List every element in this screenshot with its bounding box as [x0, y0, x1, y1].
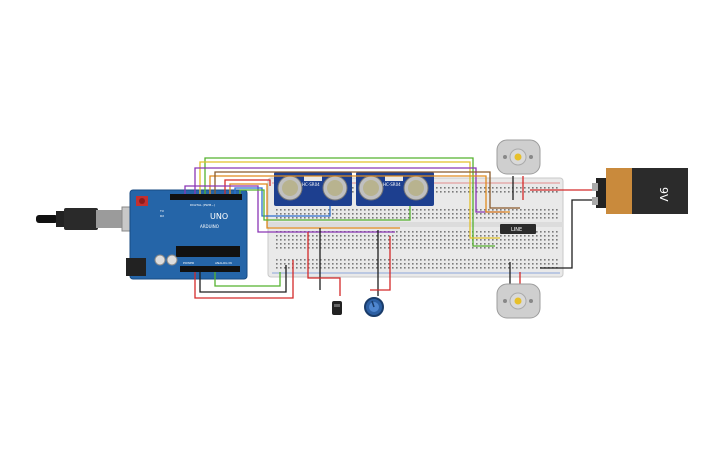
wire-battery-black	[540, 199, 608, 269]
power-label: POWER	[183, 261, 194, 265]
dc-motor-bottom[interactable]	[496, 283, 541, 319]
potentiometer[interactable]	[364, 297, 384, 317]
wire-green-mid	[239, 189, 411, 221]
wire-brown	[214, 171, 520, 209]
battery-label: 9V	[657, 187, 670, 202]
uno-logo-text: UNO	[210, 212, 228, 221]
wire-orange-mid	[229, 183, 400, 229]
temperature-sensor[interactable]	[332, 301, 342, 315]
brand-text: ARDUINO	[200, 224, 219, 229]
wire-purple-mid	[184, 185, 395, 233]
digital-header	[170, 194, 242, 200]
wire-black-bottom	[199, 265, 287, 293]
digital-header-label: DIGITAL (PWM~)	[190, 203, 215, 207]
line-module-label: LINE	[511, 227, 522, 233]
ultrasonic-sensor-2[interactable]: HC-SR04	[356, 172, 434, 206]
dc-motor-top[interactable]	[496, 139, 541, 175]
wire-orange-top	[209, 175, 510, 213]
wire-red-pot	[307, 232, 341, 296]
wire-red-bottom	[194, 260, 294, 299]
rx-label: RX	[160, 214, 164, 218]
wire-red-top	[224, 179, 271, 194]
battery-9v[interactable]: 9V	[592, 168, 688, 214]
wire-red-2	[370, 236, 391, 291]
atmega-chip	[176, 246, 240, 257]
tx-label: TX	[159, 209, 164, 213]
line-module[interactable]: LINE	[500, 224, 536, 234]
ultrasonic-sensor-1[interactable]: HC-SR04	[274, 172, 352, 206]
sensor-1-label: HC-SR04	[302, 182, 320, 187]
wire-blue	[234, 187, 331, 217]
sensor-2-label: HC-SR04	[383, 182, 401, 187]
usb-cable	[36, 206, 141, 232]
analog-header	[180, 266, 240, 272]
arduino-uno-board[interactable]: UNO ARDUINO DIGITAL (PWM~) ANALOG IN POW…	[126, 189, 248, 280]
wires	[184, 157, 608, 299]
analog-header-label: ANALOG IN	[215, 261, 232, 265]
wire-yellow-top	[199, 161, 500, 239]
wire-green-bottom	[214, 272, 281, 287]
wire-green-top	[204, 157, 495, 247]
